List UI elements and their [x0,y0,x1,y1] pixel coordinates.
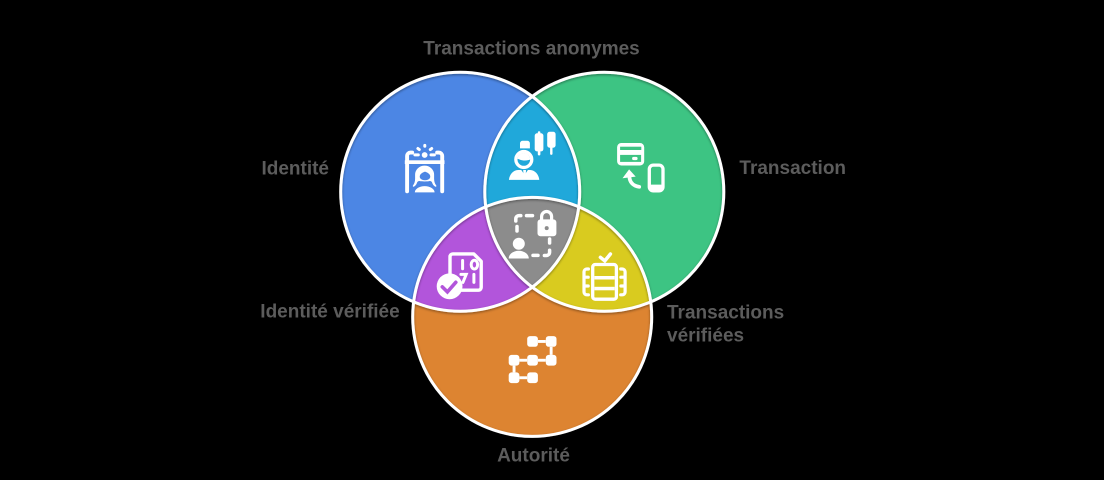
svg-text:Transactions anonymes: Transactions anonymes [423,39,639,60]
svg-text:Autorité: Autorité [497,445,570,466]
svg-text:vérifiées: vérifiées [667,325,744,346]
svg-text:Identité vérifiée: Identité vérifiée [260,302,399,323]
svg-text:Identité: Identité [261,158,329,179]
svg-text:Transactions: Transactions [667,302,784,323]
svg-text:Transaction: Transaction [739,158,846,179]
